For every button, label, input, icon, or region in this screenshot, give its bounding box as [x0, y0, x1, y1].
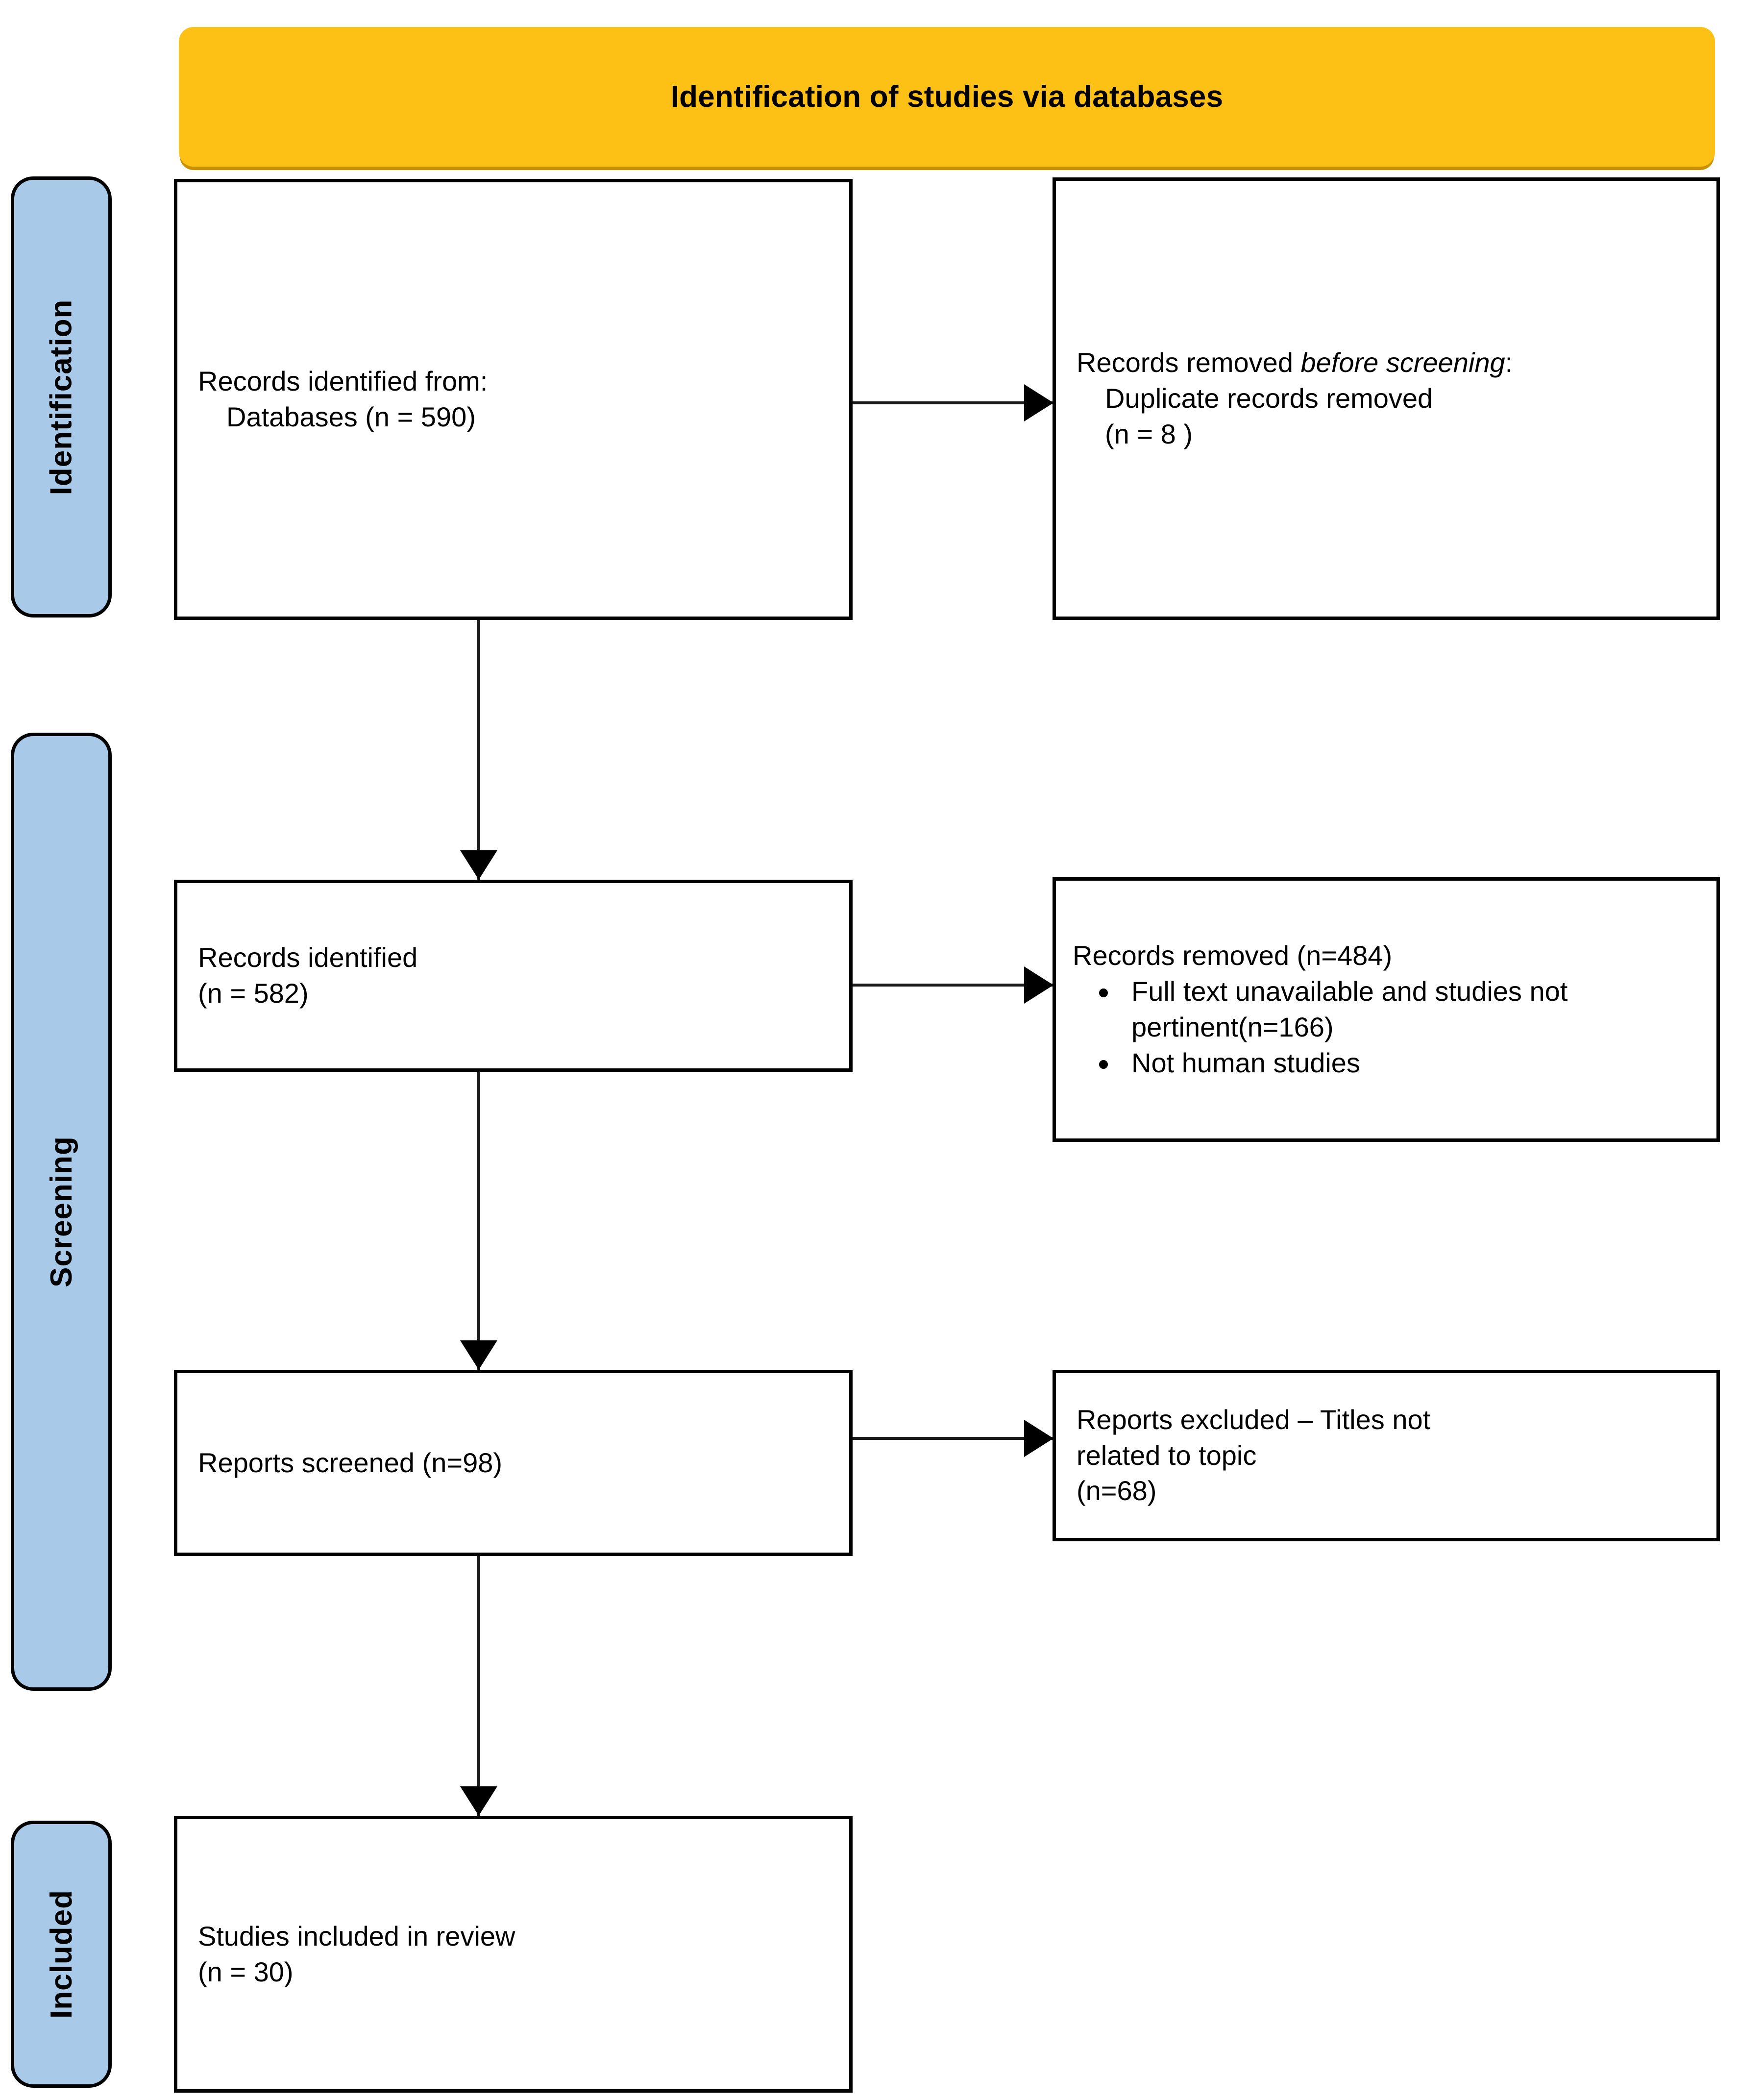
records-removed-before-screening-line2: Duplicate records removed [1105, 383, 1433, 414]
connector-line-to-records-removed [853, 984, 1053, 987]
studies-included-line1: Studies included in review [198, 1920, 515, 1952]
records-removed-reason-list: Full text unavailable and studies not pe… [1073, 974, 1700, 1081]
connector-line-to-removed-before-screening [853, 401, 1053, 404]
arrow-right-icon [1024, 384, 1053, 421]
records-removed-heading: Records removed (n=484) [1073, 940, 1393, 971]
reports-excluded-line1: Reports excluded – Titles not [1077, 1404, 1431, 1435]
stage-sidebar-included: Included [11, 1821, 112, 2088]
records-removed-before-screening-emphasis: before screening [1300, 347, 1505, 378]
box-studies-included-in-review: Studies included in review (n = 30) [174, 1816, 853, 2093]
records-removed-before-screening-line3: (n = 8 ) [1105, 418, 1193, 449]
list-item: Not human studies [1099, 1045, 1700, 1081]
stage-label-screening: Screening [44, 1136, 78, 1287]
stage-sidebar-identification: Identification [11, 176, 112, 618]
studies-included-line2: (n = 30) [198, 1956, 294, 1987]
stage-sidebar-screening: Screening [11, 733, 112, 1691]
records-removed-before-screening-lead: Records removed [1077, 347, 1301, 378]
stage-label-identification: Identification [44, 299, 78, 495]
records-identified-line1: Records identified [198, 942, 418, 973]
connector-line-to-reports-excluded [853, 1437, 1053, 1440]
connector-line-identified-to-records [477, 620, 480, 880]
records-removed-reason-2: Not human studies [1131, 1047, 1360, 1078]
records-removed-reason-1: Full text unavailable and studies not pe… [1131, 976, 1568, 1042]
reports-screened-line1: Reports screened (n=98) [198, 1447, 503, 1478]
records-identified-from-line2: Databases (n = 590) [226, 401, 476, 432]
box-records-identified: Records identified (n = 582) [174, 880, 853, 1072]
connector-line-reports-to-studies [477, 1556, 480, 1816]
reports-excluded-line2: related to topic [1077, 1439, 1257, 1471]
records-identified-line2: (n = 582) [198, 978, 309, 1009]
connector-line-records-to-reports [477, 1072, 480, 1370]
arrow-down-icon [460, 1340, 497, 1370]
records-identified-from-line1: Records identified from: [198, 366, 488, 397]
arrow-right-icon [1024, 966, 1053, 1004]
box-reports-screened: Reports screened (n=98) [174, 1370, 853, 1556]
arrow-right-icon [1024, 1420, 1053, 1457]
bullet-dot-icon [1099, 1060, 1108, 1069]
box-reports-excluded: Reports excluded – Titles not related to… [1053, 1370, 1720, 1541]
records-removed-before-screening-heading: Records removed before screening: [1077, 345, 1696, 381]
arrow-down-icon [460, 850, 497, 880]
reports-excluded-line3: (n=68) [1077, 1475, 1157, 1507]
arrow-down-icon [460, 1786, 497, 1816]
bullet-dot-icon [1099, 988, 1108, 998]
records-removed-before-screening-colon: : [1505, 347, 1513, 378]
diagram-title-banner: Identification of studies via databases [179, 27, 1715, 167]
box-records-removed: Records removed (n=484) Full text unavai… [1053, 877, 1720, 1142]
box-records-removed-before-screening: Records removed before screening: Duplic… [1053, 177, 1720, 620]
list-item: Full text unavailable and studies not pe… [1099, 974, 1700, 1045]
box-records-identified-from-databases: Records identified from: Databases (n = … [174, 179, 853, 620]
diagram-title: Identification of studies via databases [670, 80, 1224, 114]
stage-label-included: Included [44, 1890, 78, 2019]
